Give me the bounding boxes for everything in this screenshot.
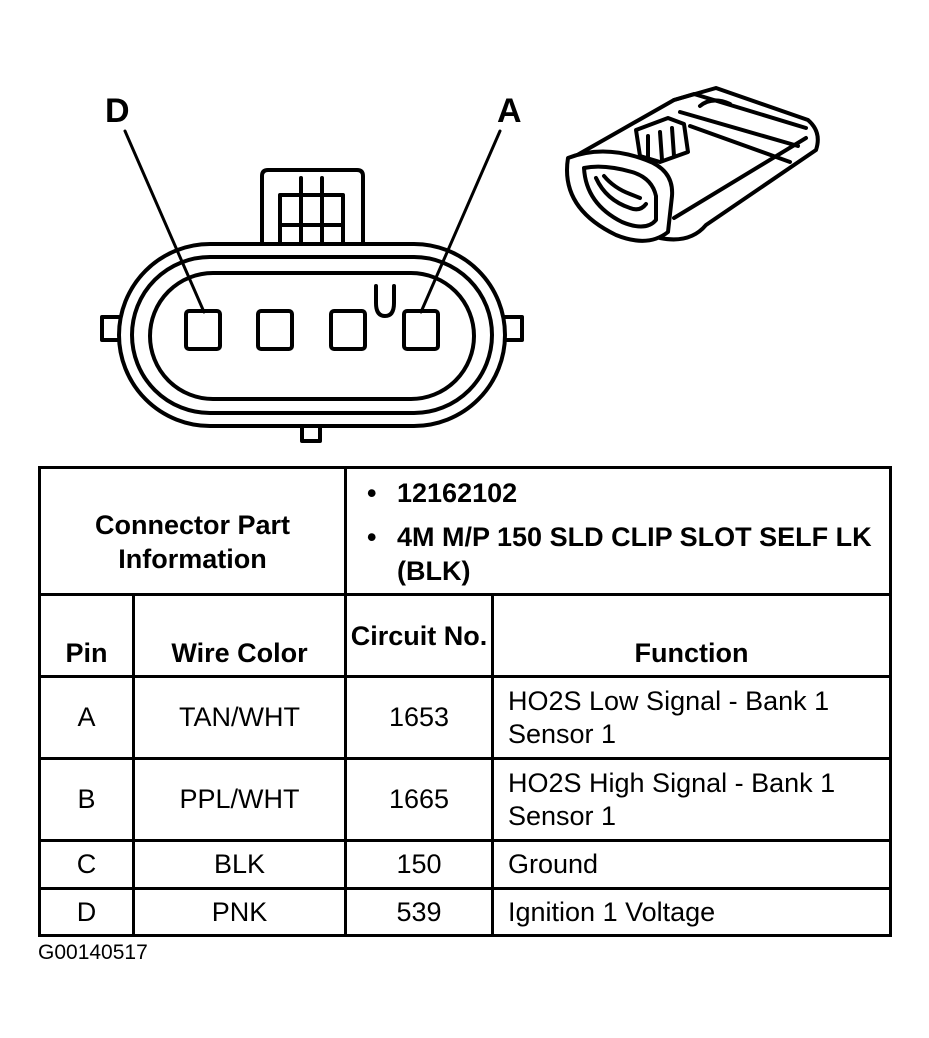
pin-cell: C bbox=[38, 839, 135, 890]
circuit-cell: 1665 bbox=[344, 757, 494, 842]
table-row: A TAN/WHT 1653 HO2S Low Signal - Bank 1 … bbox=[38, 675, 892, 760]
function-cell: Ignition 1 Voltage bbox=[491, 887, 892, 937]
header-pin: Pin bbox=[38, 593, 135, 678]
part-number: 12162102 bbox=[367, 476, 889, 510]
pin-label-d: D bbox=[105, 92, 130, 130]
header-function: Function bbox=[491, 593, 892, 678]
connector-keyway bbox=[374, 284, 396, 318]
wire-color-cell: PNK bbox=[132, 887, 347, 937]
connector-part-info-label: Connector Part Information bbox=[38, 466, 347, 596]
terminal-b bbox=[329, 309, 367, 351]
leader-line-d bbox=[123, 129, 206, 314]
header-wire-color: Wire Color bbox=[132, 593, 347, 678]
function-cell: HO2S Low Signal - Bank 1 Sensor 1 bbox=[491, 675, 892, 760]
connector-diagram: D A bbox=[100, 86, 820, 443]
connector-ear-right bbox=[500, 315, 524, 342]
connector-inner-shell bbox=[130, 255, 494, 415]
circuit-cell: 150 bbox=[344, 839, 494, 890]
leader-line-a bbox=[419, 129, 502, 314]
table-row: B PPL/WHT 1665 HO2S High Signal - Bank 1… bbox=[38, 757, 892, 842]
circuit-cell: 539 bbox=[344, 887, 494, 937]
connector-face bbox=[148, 271, 476, 401]
pin-label-a: A bbox=[497, 92, 522, 130]
wire-color-cell: BLK bbox=[132, 839, 347, 890]
header-circuit-no: Circuit No. bbox=[344, 593, 494, 678]
function-cell: Ground bbox=[491, 839, 892, 890]
connector-ear-left bbox=[100, 315, 124, 342]
wire-color-cell: TAN/WHT bbox=[132, 675, 347, 760]
terminal-c bbox=[256, 309, 294, 351]
pin-cell: B bbox=[38, 757, 135, 842]
connector-info-table: Connector Part Information 12162102 4M M… bbox=[38, 466, 892, 937]
connector-latch bbox=[260, 168, 365, 260]
table-row: C BLK 150 Ground bbox=[38, 839, 892, 890]
pin-cell: A bbox=[38, 675, 135, 760]
figure-id: G00140517 bbox=[38, 941, 148, 964]
pin-cell: D bbox=[38, 887, 135, 937]
connector-isometric-view bbox=[565, 86, 820, 243]
wire-color-cell: PPL/WHT bbox=[132, 757, 347, 842]
connector-part-info: 12162102 4M M/P 150 SLD CLIP SLOT SELF L… bbox=[344, 466, 892, 596]
connector-key-bottom bbox=[300, 422, 322, 443]
function-cell: HO2S High Signal - Bank 1 Sensor 1 bbox=[491, 757, 892, 842]
circuit-cell: 1653 bbox=[344, 675, 494, 760]
connector-outer-shell bbox=[117, 242, 507, 428]
table-row: D PNK 539 Ignition 1 Voltage bbox=[38, 887, 892, 937]
part-description: 4M M/P 150 SLD CLIP SLOT SELF LK (BLK) bbox=[367, 520, 889, 588]
